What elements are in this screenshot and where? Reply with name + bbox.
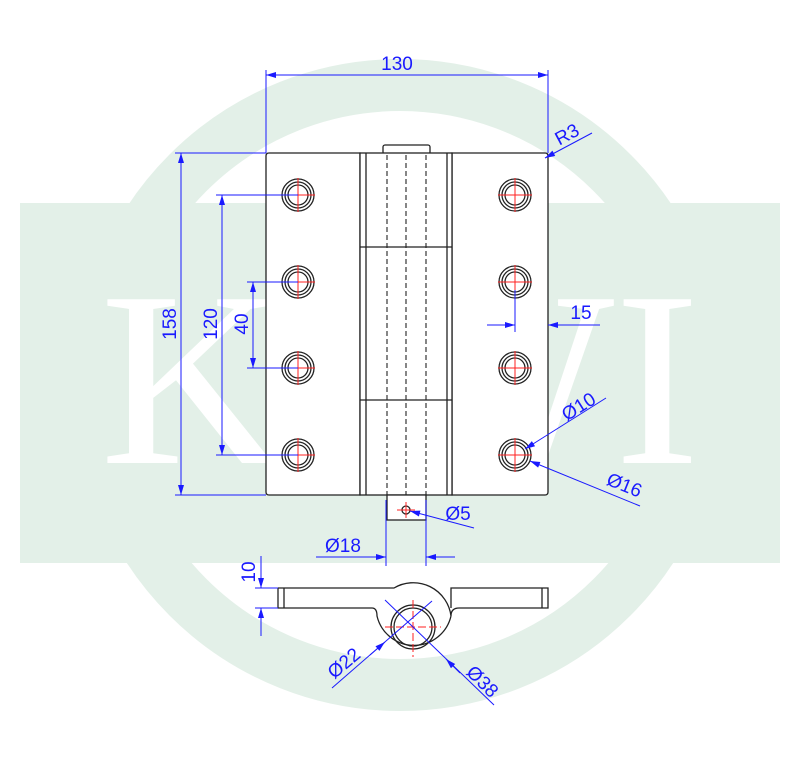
dim-dia5: Ø5 (445, 504, 470, 525)
dim-40: 40 (232, 313, 253, 334)
screw-hole (498, 351, 532, 385)
dim-10: 10 (239, 561, 260, 582)
dim-120: 120 (201, 308, 222, 340)
dim-130: 130 (381, 54, 413, 75)
dim-dia18: Ø18 (325, 536, 361, 557)
dim-15: 15 (570, 303, 591, 324)
screw-hole (498, 438, 532, 472)
left-leaf (265, 152, 361, 496)
front-view (265, 144, 549, 521)
dim-158: 158 (160, 308, 181, 340)
screw-hole (498, 178, 532, 212)
side-view (277, 582, 549, 657)
